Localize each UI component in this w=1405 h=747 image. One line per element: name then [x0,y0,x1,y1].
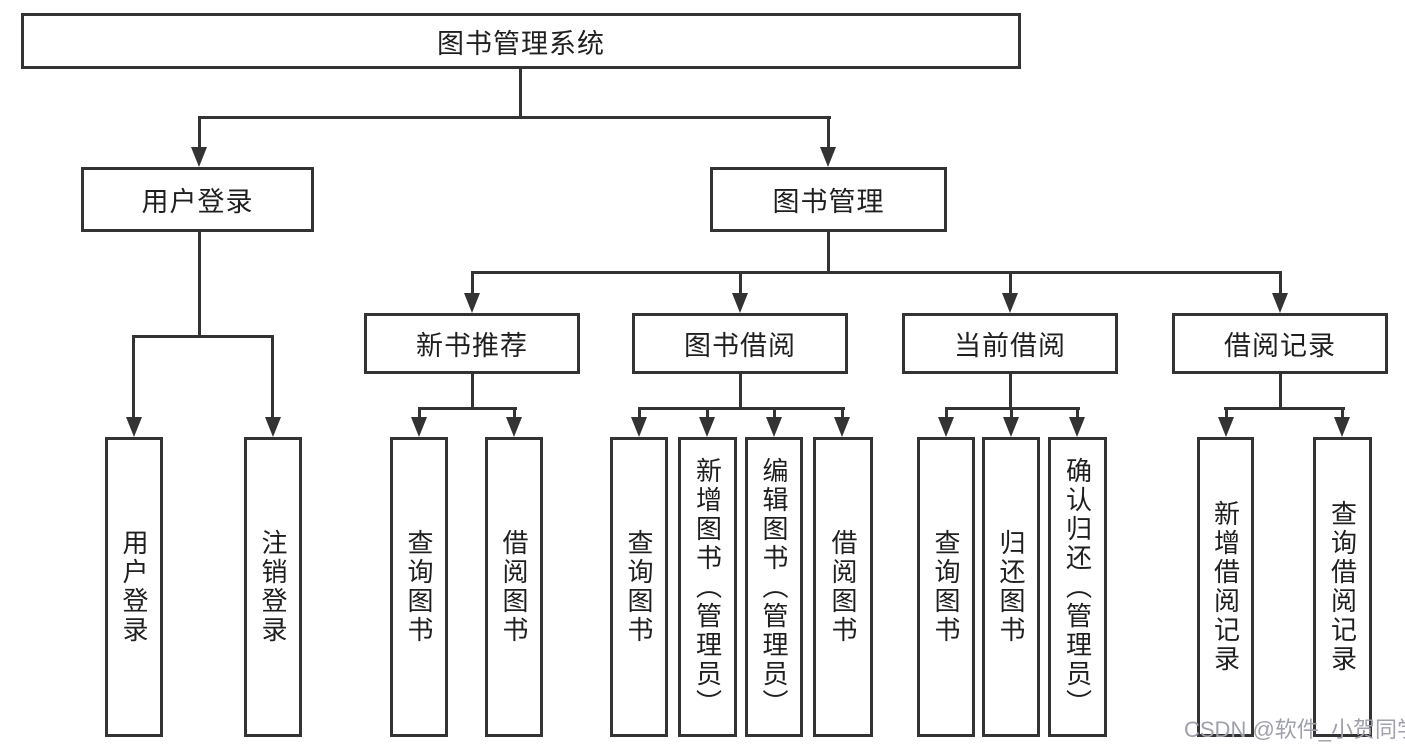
leaf-edit-book-admin: 编辑图书（管理员） [745,437,803,737]
leaf-borrow-books-2: 借阅图书 [813,437,873,737]
arrowhead-leaf-borrow-2 [834,417,850,437]
node-book-management-label: 图书管理 [772,187,885,217]
connector-book-borrow-down [739,374,742,410]
connector-stem-book-borrow [739,274,742,295]
connector-borrow-records-bus [1224,407,1345,410]
arrowhead-leaf-query-record [1334,417,1350,437]
node-current-borrow-label: 当前借阅 [954,331,1066,361]
arrowhead-leaf-borrow-1 [506,417,522,437]
connector-stem-leaf-borrow-2 [841,410,844,419]
arrowhead-leaf-query-1 [411,417,427,437]
leaf-query-books-recommend-label: 查询图书 [404,529,434,645]
arrowhead-leaf-confirm [1069,417,1085,437]
arrowhead-leaf-logout [265,417,281,437]
leaf-query-books-borrow: 查询图书 [610,437,668,737]
leaf-return-books: 归还图书 [982,437,1040,737]
leaf-confirm-return-admin-label: 确认归还（管理员） [1062,456,1093,718]
leaf-edit-book-admin-label: 编辑图书（管理员） [759,456,789,718]
node-user-login: 用户登录 [81,167,314,232]
connector-stem-leaf-add-book [706,410,709,419]
leaf-query-books-current-label: 查询图书 [931,529,961,645]
connector-stem-leaf-user-login [132,338,135,419]
arrowhead-leaf-edit-book [766,417,782,437]
leaf-query-books-borrow-label: 查询图书 [624,529,654,645]
connector-stem-leaf-query-3 [945,410,948,419]
connector-stem-leaf-borrow-1 [513,410,516,419]
node-current-borrow: 当前借阅 [902,313,1118,374]
connector-user-login-down [198,232,201,338]
leaf-borrow-books-recommend-label: 借阅图书 [499,529,529,645]
leaf-query-books-recommend: 查询图书 [390,437,448,737]
leaf-add-book-admin: 新增图书（管理员） [678,437,737,737]
connector-stem-borrow-records [1279,274,1282,295]
connector-stem-leaf-query-2 [638,410,641,419]
leaf-return-books-label: 归还图书 [996,529,1026,645]
connector-new-book-bus [418,407,517,410]
leaf-query-borrow-record-label: 查询借阅记录 [1327,500,1358,674]
connector-root-stem [519,69,522,119]
node-book-borrow-label: 图书借阅 [684,331,796,361]
leaf-logout: 注销登录 [244,437,302,737]
node-book-borrow: 图书借阅 [632,313,848,374]
connector-user-login-bus [132,335,274,338]
leaf-borrow-books-recommend: 借阅图书 [485,437,543,737]
connector-stem-leaf-query-1 [418,410,421,419]
connector-stem-leaf-add-record [1225,410,1228,419]
connector-new-book-down [471,374,474,410]
arrowhead-leaf-add-book [699,417,715,437]
leaf-user-login: 用户登录 [105,437,163,737]
connector-book-management-down [827,232,830,274]
node-borrow-records: 借阅记录 [1172,313,1388,374]
leaf-user-login-label: 用户登录 [119,529,149,645]
connector-stem-book-management [827,119,830,149]
leaf-query-books-current: 查询图书 [917,437,975,737]
arrowhead-new-book [464,293,480,313]
arrowhead-leaf-user-login [126,417,142,437]
connector-borrow-records-down [1279,374,1282,410]
node-new-book-recommend: 新书推荐 [364,313,580,374]
connector-level1-bus [198,116,831,119]
arrowhead-leaf-add-record [1218,417,1234,437]
csdn-watermark: CSDN @软件_小贺同学 [1184,717,1405,742]
leaf-add-book-admin-label: 新增图书（管理员） [692,456,723,718]
connector-stem-user-login [198,119,201,149]
arrowhead-leaf-query-3 [938,417,954,437]
connector-stem-leaf-logout [271,338,274,419]
leaf-confirm-return-admin: 确认归还（管理员） [1048,437,1107,737]
connector-stem-leaf-return [1010,410,1013,419]
leaf-logout-label: 注销登录 [258,529,288,645]
arrowhead-leaf-return [1003,417,1019,437]
connector-stem-leaf-edit-book [773,410,776,419]
arrowhead-book-borrow [732,293,748,313]
leaf-query-borrow-record: 查询借阅记录 [1313,437,1372,737]
connector-level2-bus [471,271,1282,274]
node-root-label: 图书管理系统 [437,28,605,59]
arrowhead-book-management [820,147,836,167]
leaf-add-borrow-record-label: 新增借阅记录 [1210,500,1241,674]
connector-stem-leaf-confirm [1076,410,1079,419]
node-book-management: 图书管理 [710,167,947,232]
node-root: 图书管理系统 [21,13,1021,69]
node-borrow-records-label: 借阅记录 [1224,331,1336,361]
leaf-add-borrow-record: 新增借阅记录 [1197,437,1254,737]
connector-current-borrow-down [1009,374,1012,410]
arrowhead-user-login [191,147,207,167]
arrowhead-borrow-records [1272,293,1288,313]
connector-stem-new-book [471,274,474,295]
connector-stem-current-borrow [1009,274,1012,295]
leaf-borrow-books-2-label: 借阅图书 [828,529,858,645]
arrowhead-leaf-query-2 [631,417,647,437]
connector-stem-leaf-query-record [1341,410,1344,419]
arrowhead-current-borrow [1002,293,1018,313]
node-new-book-recommend-label: 新书推荐 [416,331,528,361]
connector-current-borrow-bus [945,407,1080,410]
node-user-login-label: 用户登录 [141,187,254,217]
connector-book-borrow-bus [638,407,845,410]
